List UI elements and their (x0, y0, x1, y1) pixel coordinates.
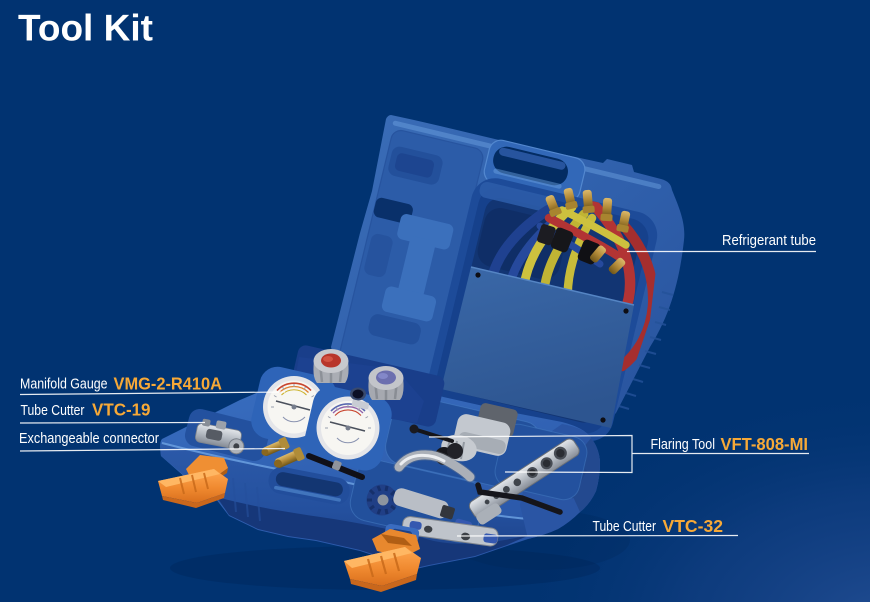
svg-text:Exchangeable connector: Exchangeable connector (19, 431, 159, 447)
svg-text:Tube Cutter: Tube Cutter (593, 519, 657, 535)
svg-text:VTC-19: VTC-19 (92, 400, 151, 420)
svg-text:Manifold Gauge: Manifold Gauge (20, 376, 108, 392)
svg-text:VTC-32: VTC-32 (663, 516, 724, 536)
svg-text:Tube Cutter: Tube Cutter (21, 403, 85, 419)
svg-text:Refrigerant tube: Refrigerant tube (722, 233, 816, 249)
svg-text:VMG-2-R410A: VMG-2-R410A (114, 374, 223, 394)
svg-text:Flaring Tool: Flaring Tool (651, 437, 716, 453)
svg-text:Tool Kit: Tool Kit (18, 8, 153, 49)
svg-text:VFT-808-MI: VFT-808-MI (721, 434, 809, 454)
